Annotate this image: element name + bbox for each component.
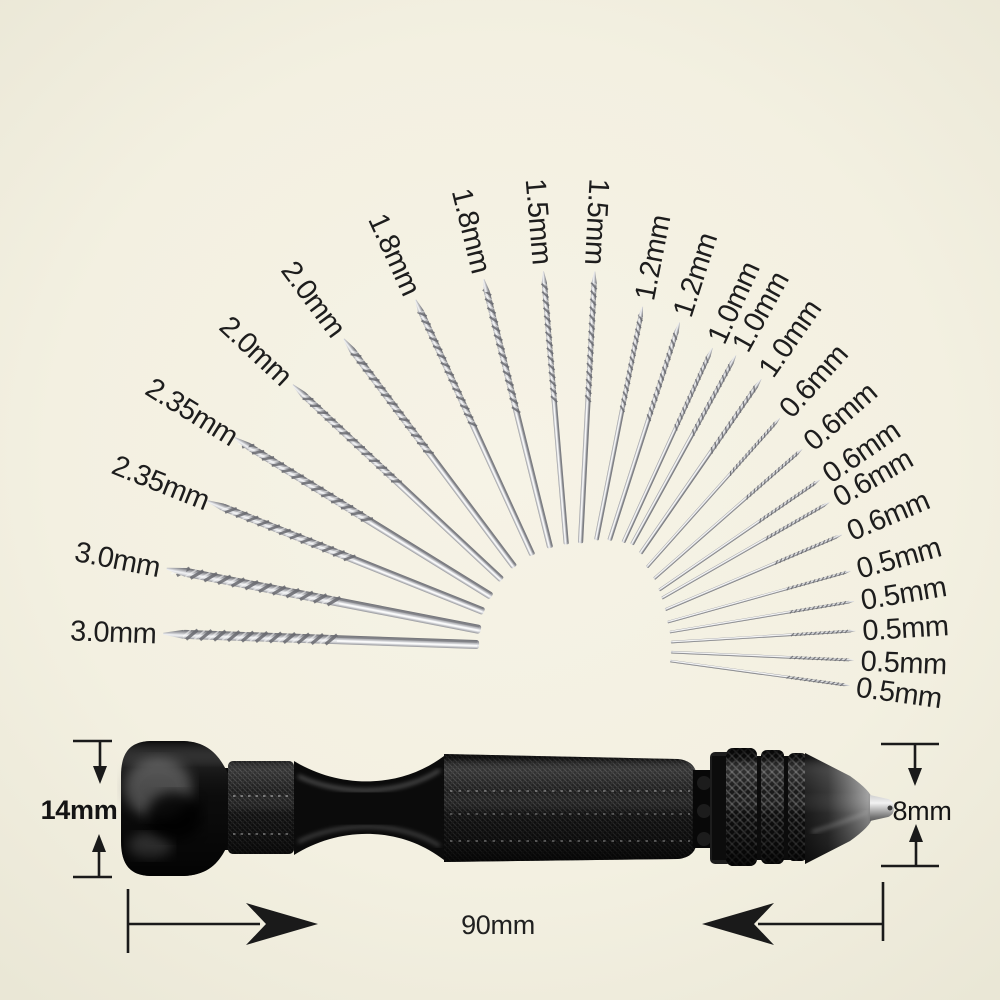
drill-bit-size-label: 1.2mm bbox=[629, 212, 677, 303]
drill-bit bbox=[670, 650, 854, 662]
drill-bit bbox=[670, 659, 850, 687]
drill-bit bbox=[577, 271, 598, 544]
drill-bit-size-label: 2.35mm bbox=[140, 372, 243, 453]
drill-bit-size-label: 1.8mm bbox=[361, 209, 426, 301]
drill-bit bbox=[292, 384, 504, 582]
drill-bit-size-label: 1.8mm bbox=[445, 185, 497, 276]
drill-bit-size-label: 2.0mm bbox=[274, 255, 351, 343]
drill-bit bbox=[630, 355, 737, 546]
drill-bit-size-label: 0.5mm bbox=[860, 646, 947, 682]
drill-bit bbox=[646, 417, 781, 568]
drill-bit-size-label: 1.5mm bbox=[578, 178, 614, 266]
dimension-collet-diameter: 8mm bbox=[881, 742, 952, 868]
drill-bit bbox=[482, 278, 553, 549]
arrow-left-icon bbox=[702, 903, 774, 945]
head-diameter-label: 14mm bbox=[41, 795, 118, 825]
drill-bit-size-label: 3.0mm bbox=[72, 536, 163, 584]
drill-bit bbox=[639, 378, 762, 555]
overall-length-label: 90mm bbox=[461, 910, 535, 940]
arrow-down-icon bbox=[93, 766, 107, 784]
dimension-head-diameter: 14mm bbox=[41, 739, 118, 879]
drill-bit bbox=[669, 600, 855, 634]
chuck bbox=[710, 748, 810, 866]
drill-bit bbox=[594, 306, 644, 541]
waist bbox=[294, 756, 444, 860]
collet-hole bbox=[887, 805, 893, 811]
drill-bit bbox=[234, 437, 493, 599]
hand-drill-tool bbox=[121, 741, 894, 876]
drill-bit bbox=[658, 479, 820, 592]
drill-bit bbox=[207, 500, 485, 615]
knurled-collar bbox=[228, 761, 294, 854]
arrow-up-icon bbox=[909, 824, 923, 842]
drill-bit bbox=[621, 347, 713, 543]
drill-bit bbox=[670, 629, 856, 644]
drill-bit bbox=[166, 566, 482, 634]
chuck-cone bbox=[805, 753, 872, 864]
drill-bit bbox=[667, 570, 851, 624]
drill-bit bbox=[661, 502, 830, 600]
knurled-grip bbox=[444, 754, 697, 862]
drill-bit bbox=[343, 338, 517, 569]
drill-bit-size-label: 2.35mm bbox=[107, 450, 213, 518]
drill-bit bbox=[163, 628, 480, 650]
collet-diameter-label: 8mm bbox=[892, 796, 951, 826]
drill-bit bbox=[415, 299, 535, 556]
dimension-overall-length: 90mm bbox=[126, 882, 885, 953]
collet-nose bbox=[870, 795, 894, 821]
drill-bit-size-label: 2.0mm bbox=[213, 310, 298, 392]
drill-bit bbox=[653, 448, 803, 580]
drill-bit bbox=[607, 322, 680, 541]
drill-bit-size-label: 3.0mm bbox=[70, 615, 157, 650]
arrow-right-icon bbox=[246, 903, 318, 945]
hex-cap bbox=[121, 741, 234, 876]
drill-bit bbox=[540, 271, 569, 545]
drill-bit bbox=[664, 534, 843, 611]
arrow-down-icon bbox=[908, 768, 922, 786]
drill-bit-size-label: 1.5mm bbox=[519, 177, 558, 266]
arrow-up-icon bbox=[92, 834, 106, 852]
drill-bit-size-label: 0.5mm bbox=[861, 610, 949, 647]
dimension-annotations: 14mm 8mm 90mm bbox=[41, 739, 952, 953]
